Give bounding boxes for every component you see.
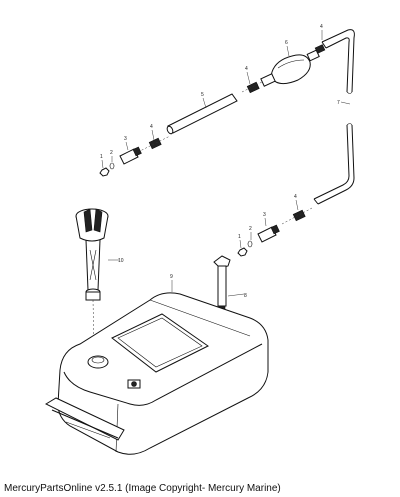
fuel-tank[interactable] [44, 292, 269, 455]
callout-4-left: 4 [150, 124, 153, 130]
callout-3-left: 3 [124, 136, 127, 142]
fuel-hose[interactable] [313, 29, 355, 205]
fuel-line[interactable] [166, 93, 238, 135]
callout-1-right: 1 [238, 234, 241, 240]
image-copyright-caption: MercuryPartsOnline v2.5.1 (Image Copyrig… [4, 483, 281, 494]
leader-lines [101, 30, 351, 297]
connector-left[interactable] [119, 146, 142, 165]
callout-4-right: 4 [294, 194, 297, 200]
callout-3-right: 3 [263, 212, 266, 218]
primer-bulb[interactable] [260, 44, 326, 87]
callout-10: 10 [118, 258, 124, 264]
callout-labels: 4 6 4 5 7 4 3 2 1 4 3 2 1 10 9 8 [100, 24, 340, 299]
filler-cap-assembly[interactable] [75, 208, 109, 351]
hose-fitting-upper[interactable] [241, 81, 263, 94]
callout-7: 7 [337, 100, 340, 106]
callout-5: 5 [201, 92, 204, 98]
callout-6: 6 [285, 40, 288, 46]
callout-2-right: 2 [249, 226, 252, 232]
o-ring-left[interactable] [109, 162, 115, 170]
callout-4-top: 4 [320, 24, 323, 30]
callout-8: 8 [244, 293, 247, 299]
hose-fitting-right[interactable] [281, 207, 313, 225]
o-ring-right[interactable] [247, 240, 253, 248]
callout-1-left: 1 [100, 154, 103, 160]
nut-right[interactable] [237, 247, 248, 257]
hose-fitting-left[interactable] [137, 135, 171, 153]
callout-9: 9 [170, 274, 173, 280]
callout-2-left: 2 [110, 150, 113, 156]
connector-right[interactable] [257, 224, 280, 243]
callout-4-mid: 4 [245, 66, 248, 72]
nut-left[interactable] [99, 167, 110, 177]
